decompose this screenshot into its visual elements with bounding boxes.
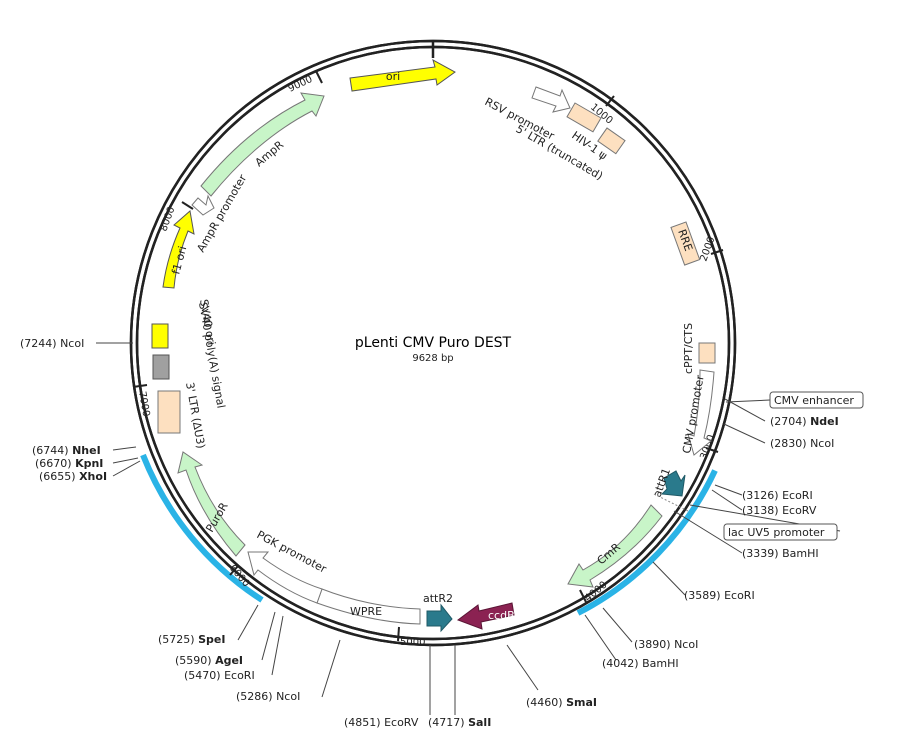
site-enzyme: EcoRI [724, 589, 755, 602]
hiv-psi-box [597, 127, 626, 155]
site-enzyme: NheI [72, 444, 101, 457]
site-position: (4851) [344, 716, 384, 729]
wpre-label: WPRE [350, 605, 382, 618]
site-position: (5725) [158, 633, 198, 646]
site-enzyme: BamHI [782, 547, 819, 560]
site-label-spei: (5725) SpeI [158, 633, 225, 646]
site-label-agei: (5590) AgeI [175, 654, 243, 667]
cmv-promoter-arrow [687, 369, 715, 456]
tick-7000: 7000 [136, 391, 151, 418]
rre-box [670, 221, 701, 266]
site-label-ecori: (5470) EcoRI [184, 669, 255, 682]
site-position: (6655) [39, 470, 79, 483]
site-label-ncoi: (5286) NcoI [236, 690, 300, 703]
site-enzyme: SalI [468, 716, 491, 729]
site-position: (3589) [684, 589, 724, 602]
site-position: (5590) [175, 654, 215, 667]
site-position: (3890) [634, 638, 674, 651]
f1-ori-arrow [162, 210, 195, 289]
sv40-polya-box [152, 354, 170, 380]
site-position: (3126) [742, 489, 782, 502]
site-enzyme: KpnI [75, 457, 103, 470]
cmv-enhancer-label: CMV enhancer [774, 394, 854, 407]
site-position: (4042) [602, 657, 642, 670]
pgk-promoter-arrow [247, 551, 323, 604]
ltr3-box [157, 390, 181, 434]
ori-arrow [349, 58, 456, 92]
site-label-ecorv: (4851) EcoRV [344, 716, 419, 729]
lac-uv5-box [723, 523, 838, 541]
ori-label: ori [386, 70, 400, 83]
site-position: (6670) [35, 457, 75, 470]
ltr3-label: 3' LTR (ΔU3) [183, 381, 207, 449]
lac-uv5-label: lac UV5 promoter [728, 526, 825, 539]
site-enzyme: NdeI [810, 415, 839, 428]
site-label-bamhi: (3339) BamHI [742, 547, 819, 560]
ccdb-arrow [456, 602, 515, 630]
site-position: (3339) [742, 547, 782, 560]
cppt-box [698, 342, 716, 364]
site-enzyme: AgeI [215, 654, 243, 667]
site-enzyme: NcoI [810, 437, 834, 450]
insert-highlight-right [576, 469, 718, 616]
attr1-arrow [660, 470, 686, 497]
site-label-bamhi: (4042) BamHI [602, 657, 679, 670]
site-label-sali: (4717) SalI [428, 716, 491, 729]
cmv-enhancer-box [769, 391, 864, 409]
site-enzyme: SpeI [198, 633, 225, 646]
site-position: (4460) [526, 696, 566, 709]
site-position: (5286) [236, 690, 276, 703]
site-label-ncoi: (2830) NcoI [770, 437, 834, 450]
site-enzyme: EcoRV [384, 716, 419, 729]
plasmid-name: pLenti CMV Puro DEST [355, 335, 512, 351]
site-label-kpni: (6670) KpnI [35, 457, 103, 470]
attr2-label: attR2 [423, 592, 453, 605]
site-enzyme: EcoRI [224, 669, 255, 682]
restriction-sites: (7244) NcoI (6744) NheI(6670) KpnI(6655) … [20, 337, 839, 729]
site-position: (6744) [32, 444, 72, 457]
site-label-ncoi: (7244) NcoI [20, 337, 84, 350]
cppt-label: cPPT/CTS [682, 323, 695, 374]
wpre-box [316, 588, 421, 625]
site-enzyme: SmaI [566, 696, 597, 709]
ccdb-label: ccdB [488, 609, 515, 622]
ampr-arrow [200, 92, 325, 197]
site-label-xhoi: (6655) XhoI [39, 470, 107, 483]
ltr5-box [566, 102, 602, 133]
cmr-arrow [567, 504, 663, 588]
site-position: (3138) [742, 504, 782, 517]
site-enzyme: NcoI [276, 690, 300, 703]
site-label-ndei: (2704) NdeI [770, 415, 839, 428]
site-label-smai: (4460) SmaI [526, 696, 597, 709]
site-position: (2830) [770, 437, 810, 450]
lac-uv5-arrow [653, 493, 691, 513]
site-label-ecori: (3589) EcoRI [684, 589, 755, 602]
rsv-promoter-arrow [531, 86, 571, 113]
site-label-ncoi: (3890) NcoI [634, 638, 698, 651]
site-enzyme: NcoI [674, 638, 698, 651]
site-position: (5470) [184, 669, 224, 682]
site-enzyme: BamHI [642, 657, 679, 670]
tick-5000: 5000 [400, 637, 425, 648]
attr2-arrow [426, 603, 453, 633]
site-position: (2704) [770, 415, 810, 428]
site-label-nhei: (6744) NheI [32, 444, 101, 457]
insert-highlight-left [140, 453, 264, 603]
site-label-ecori: (3126) EcoRI [742, 489, 813, 502]
site-label-ecorv: (3138) EcoRV [742, 504, 817, 517]
puror-arrow [177, 451, 246, 557]
site-position: (7244) [20, 337, 60, 350]
site-enzyme: EcoRV [782, 504, 817, 517]
sv40-ori-box [151, 323, 169, 349]
site-enzyme: XhoI [79, 470, 107, 483]
site-enzyme: NcoI [60, 337, 84, 350]
site-enzyme: EcoRI [782, 489, 813, 502]
plasmid-size: 9628 bp [412, 353, 453, 364]
ampr-promoter-arrow [191, 194, 215, 216]
site-position: (4717) [428, 716, 468, 729]
